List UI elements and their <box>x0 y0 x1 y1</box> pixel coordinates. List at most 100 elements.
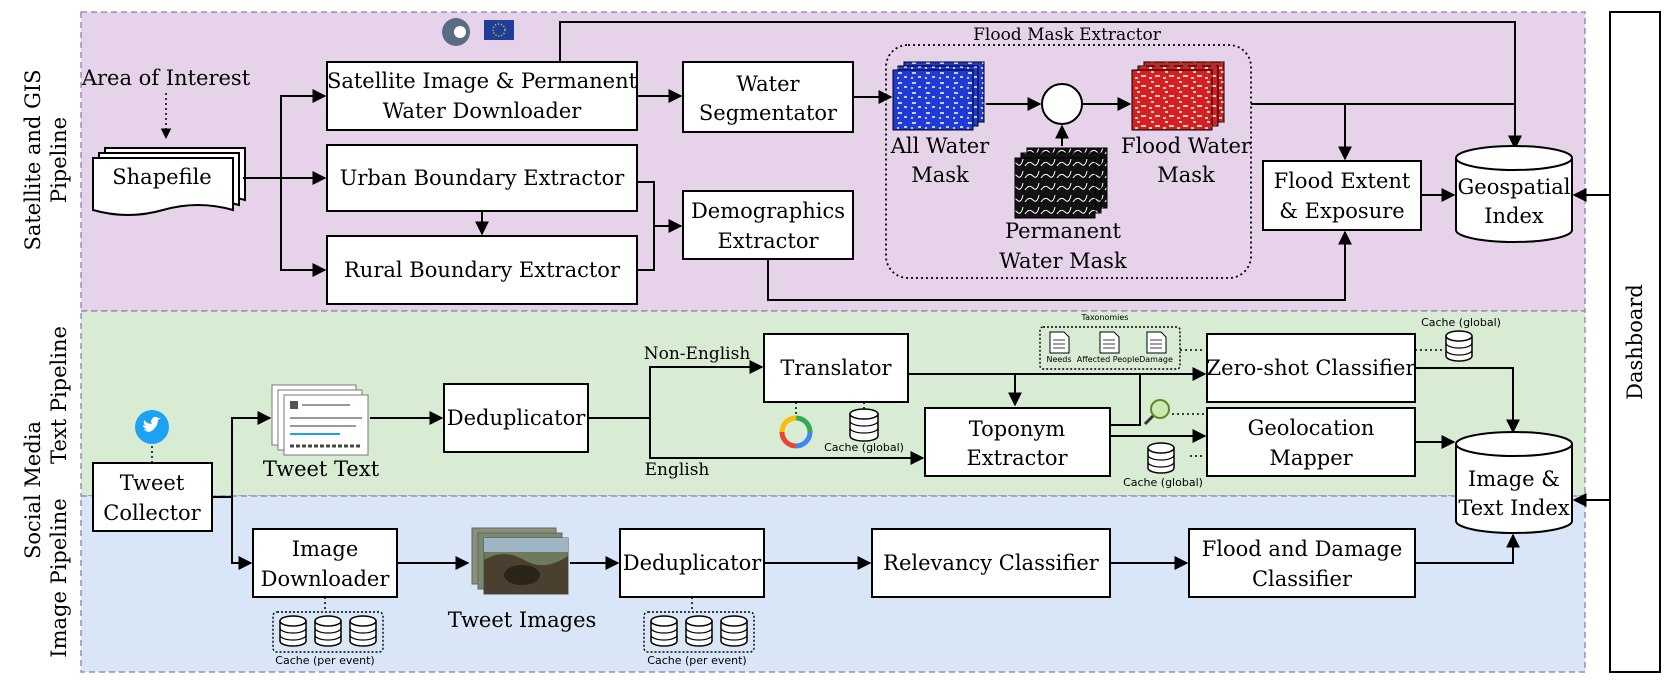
geospatial-index-db <box>1455 145 1573 243</box>
tweet-text-label: Tweet Text <box>263 457 380 481</box>
image-deduplicator-cache-label: Cache (per event) <box>647 654 746 667</box>
tweet-collector-label-2: Collector <box>103 501 201 525</box>
cache-db-icon <box>720 615 748 647</box>
mask-subtraction-node <box>1041 83 1083 125</box>
translator-cache-icon <box>849 408 879 442</box>
demographics-box <box>682 190 854 260</box>
cache-db-icon <box>314 615 342 647</box>
translator-cache-label: Cache (global) <box>824 441 904 454</box>
all-water-mask-image <box>892 61 985 131</box>
translator-label: Translator <box>780 356 892 380</box>
magnifier-icon <box>1143 399 1170 426</box>
damage-label: Damage <box>1139 355 1173 364</box>
satellite-downloader-label-2: Water Downloader <box>383 99 583 123</box>
satellite-downloader-label: Satellite Image & Permanent <box>327 69 638 93</box>
satellite-pipeline-label: Satellite and GIS <box>21 69 45 250</box>
non-english-label: Non-English <box>644 344 751 364</box>
urban-boundary-label: Urban Boundary Extractor <box>340 166 626 190</box>
image-downloader-label: Image <box>292 537 359 561</box>
damage-doc-icon <box>1146 331 1167 354</box>
all-water-mask-label: All Water <box>890 134 990 158</box>
image-downloader-cache-label: Cache (per event) <box>275 654 374 667</box>
flood-mask-extractor-label: Flood Mask Extractor <box>973 25 1162 45</box>
needs-doc-icon <box>1049 331 1070 354</box>
geolocation-mapper-label: Geolocation <box>1248 416 1375 440</box>
needs-label: Needs <box>1046 355 1071 364</box>
google-icon: G <box>779 415 813 449</box>
tweet-text-image <box>271 384 369 456</box>
urban-boundary-box <box>326 144 638 212</box>
flood-water-mask-label-2: Mask <box>1157 163 1215 187</box>
english-label: English <box>645 460 710 480</box>
permanent-water-mask-image <box>1014 147 1108 219</box>
water-segmentator-label-2: Segmentator <box>699 101 838 125</box>
flood-damage-classifier-label-2: Classifier <box>1252 567 1353 591</box>
rural-boundary-box <box>326 235 638 305</box>
geospatial-index-label: Geospatial <box>1458 175 1571 199</box>
image-text-index-label: Image & <box>1468 467 1560 491</box>
zero-shot-cache-label: Cache (global) <box>1421 316 1501 329</box>
image-text-index-db <box>1455 431 1573 534</box>
image-downloader-cache-group <box>272 611 384 653</box>
tweet-collector-label: Tweet <box>120 471 185 495</box>
toponym-extractor-label-2: Extractor <box>966 446 1068 470</box>
shapefile-node: Shapefile <box>92 147 246 216</box>
cache-db-icon <box>349 615 377 647</box>
flood-damage-classifier-box <box>1188 528 1416 598</box>
dashboard-box <box>1609 11 1661 673</box>
image-text-index-label-2: Text Index <box>1458 496 1569 520</box>
cache-db-icon <box>279 615 307 647</box>
area-of-interest-label: Area of Interest <box>81 66 251 90</box>
geospatial-index-label-2: Index <box>1484 204 1544 228</box>
affected-people-label: Affected People <box>1077 355 1140 364</box>
permanent-water-mask-label-2: Water Mask <box>999 249 1127 273</box>
zero-shot-classifier-label: Zero-shot Classifier <box>1207 356 1417 380</box>
image-downloader-box <box>252 528 398 598</box>
translator-box <box>763 333 909 403</box>
text-deduplicator-label: Deduplicator <box>447 406 586 430</box>
image-deduplicator-box <box>619 528 765 598</box>
image-downloader-label-2: Downloader <box>261 567 391 591</box>
water-segmentator-label: Water <box>736 72 800 96</box>
cache-db-icon <box>650 615 678 647</box>
social-media-label: Social Media <box>21 421 45 559</box>
rural-boundary-label: Rural Boundary Extractor <box>344 258 621 282</box>
taxonomies-label: Taxonomies <box>1081 313 1129 322</box>
tweet-images-label: Tweet Images <box>448 608 597 632</box>
geolocation-mapper-box <box>1206 407 1416 477</box>
satellite-pipeline-label-2: Pipeline <box>47 117 71 203</box>
permanent-water-mask-label: Permanent <box>1005 219 1122 243</box>
geolocation-mapper-label-2: Mapper <box>1269 446 1353 470</box>
flood-water-mask-image <box>1131 61 1225 131</box>
water-segmentator-box <box>682 61 854 133</box>
eu-logo-icon <box>484 20 514 40</box>
text-deduplicator-box <box>443 383 589 453</box>
shapefile-label: Shapefile <box>112 165 211 189</box>
geolocation-cache-icon <box>1147 442 1175 474</box>
flood-mask-extractor-region <box>885 44 1252 279</box>
taxonomies-group <box>1039 326 1181 370</box>
flood-extent-box <box>1262 160 1422 231</box>
cache-db-icon <box>685 615 713 647</box>
text-pipeline-label: Text Pipeline <box>47 326 71 464</box>
flood-damage-classifier-label: Flood and Damage <box>1202 537 1403 561</box>
tweet-images-image <box>471 527 569 595</box>
flood-water-mask-label: Flood Water <box>1121 134 1252 158</box>
zero-shot-cache-icon <box>1445 330 1473 362</box>
all-water-mask-label-2: Mask <box>911 163 969 187</box>
toponym-extractor-box <box>924 407 1111 477</box>
demographics-label-2: Extractor <box>717 229 819 253</box>
image-pipeline-label: Image Pipeline <box>47 498 71 657</box>
flood-extent-label: Flood Extent <box>1274 169 1411 193</box>
toponym-extractor-label: Toponym <box>969 417 1065 441</box>
affected-people-doc-icon <box>1099 331 1120 354</box>
relevancy-classifier-label: Relevancy Classifier <box>883 551 1100 575</box>
image-deduplicator-label: Deduplicator <box>623 551 762 575</box>
demographics-label: Demographics <box>691 199 845 223</box>
image-deduplicator-cache-group <box>643 611 755 653</box>
geolocation-cache-label: Cache (global) <box>1123 476 1203 489</box>
flood-extent-label-2: & Exposure <box>1279 199 1404 223</box>
dashboard-label: Dashboard <box>1623 284 1647 400</box>
relevancy-classifier-box <box>871 528 1111 598</box>
